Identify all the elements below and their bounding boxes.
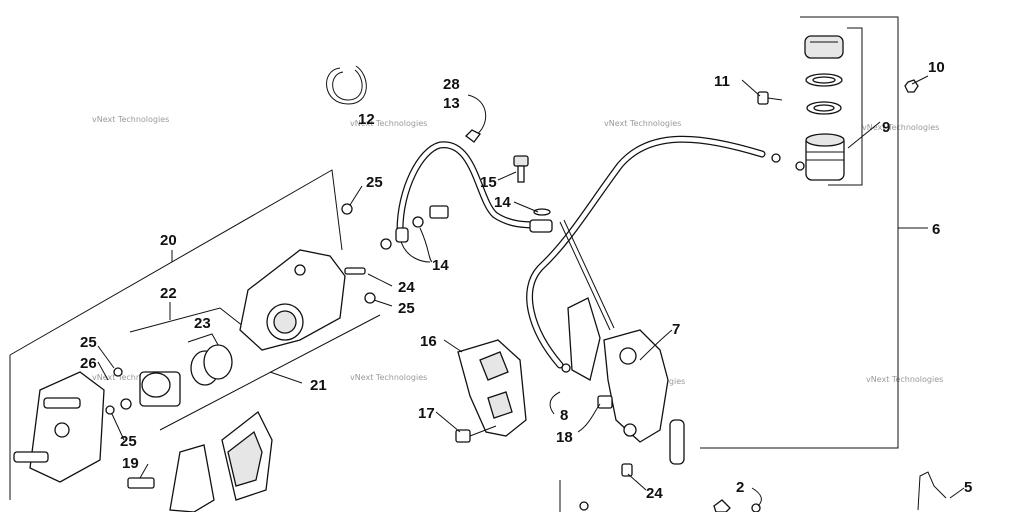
watermark: vNext Technologies (862, 123, 939, 132)
callout-8: 8 (560, 407, 568, 424)
callout-5: 5 (964, 479, 972, 496)
master-cylinder (559, 297, 685, 512)
callout-24: 24 (398, 279, 415, 296)
callout-25: 25 (80, 334, 97, 351)
callout-9: 9 (882, 119, 890, 136)
reservoir-assembly (757, 35, 919, 181)
callout-11: 11 (714, 73, 730, 90)
callout-18: 18 (556, 429, 573, 446)
caliper-assembly (105, 249, 366, 415)
watermark: vNext Technologies (92, 115, 169, 124)
callout-28: 28 (443, 76, 460, 93)
watermark: vNext Technologies (350, 119, 427, 128)
watermark: vNext Technologies (604, 119, 681, 128)
callout-24: 24 (646, 485, 663, 502)
watermark: vNext Technologies (92, 373, 169, 382)
callout-16: 16 (420, 333, 437, 350)
callout-25: 25 (366, 174, 383, 191)
callout-labels: 28 13 12 11 10 9 6 25 15 14 14 20 24 25 … (80, 59, 972, 502)
callout-2: 2 (736, 479, 744, 496)
callout-17: 17 (418, 405, 435, 422)
group-brackets (9, 16, 928, 500)
callout-14: 14 (432, 257, 449, 274)
heat-shield (455, 339, 527, 443)
caliper-bracket (13, 371, 155, 489)
callout-23: 23 (194, 315, 211, 332)
watermark: vNext Technologies (866, 375, 943, 384)
callout-22: 22 (160, 285, 177, 302)
callout-7: 7 (672, 321, 680, 338)
brake-pads (169, 411, 273, 512)
callout-10: 10 (928, 59, 945, 76)
callout-12: 12 (358, 111, 375, 128)
callout-25: 25 (398, 300, 415, 317)
callout-6: 6 (932, 221, 940, 238)
callout-19: 19 (122, 455, 139, 472)
leader-lines (97, 75, 965, 507)
callout-21: 21 (310, 377, 327, 394)
callout-14: 14 (494, 194, 511, 211)
watermark: vNext Technologies (350, 373, 427, 382)
callout-20: 20 (160, 232, 177, 249)
callout-13: 13 (443, 95, 460, 112)
callout-26: 26 (80, 355, 97, 372)
lower-right-parts (713, 471, 947, 512)
brake-hoses (396, 135, 766, 369)
hose-fittings (326, 65, 553, 304)
callout-15: 15 (480, 174, 497, 191)
callout-25: 25 (120, 433, 137, 450)
